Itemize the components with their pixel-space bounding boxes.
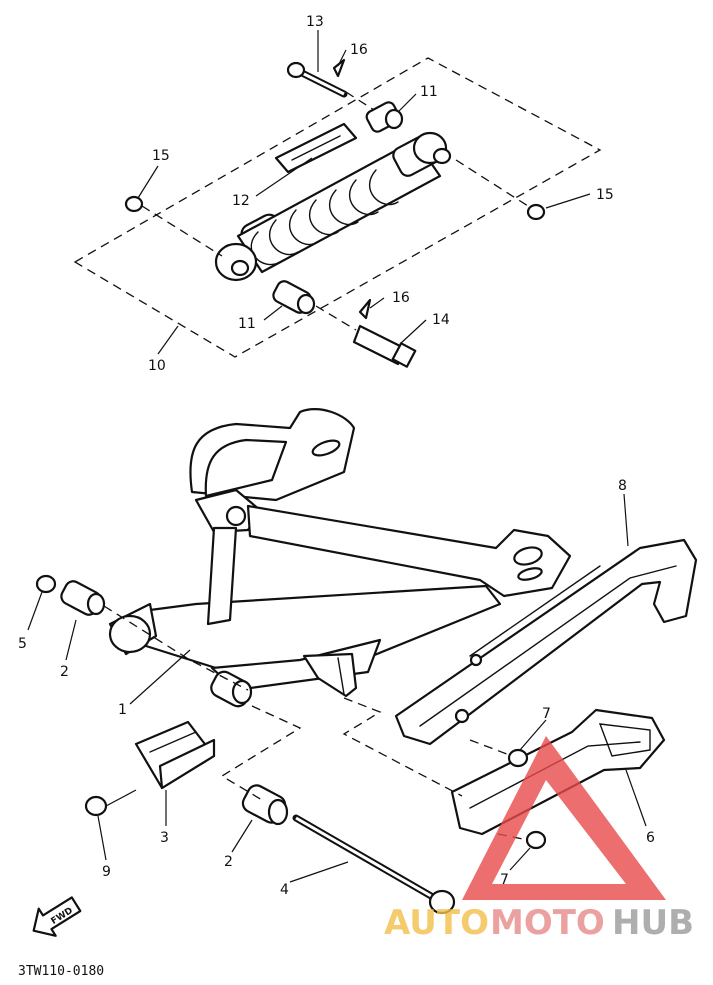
bushing-upper [60,580,106,616]
washer-left [124,195,144,213]
callout-5: 5 [18,636,27,652]
dash-link [342,697,463,797]
dash-link [315,305,357,331]
callout-7-upper: 7 [542,706,551,722]
dash-link [455,159,529,207]
warning-triangle-icon [462,736,666,900]
watermark-auto: AUTO [384,903,489,943]
watermark-moto: MOTO [490,903,605,943]
swingarm [108,408,572,698]
label-plate-hatch [291,135,341,161]
dash-link [345,91,375,111]
callout-2-lower: 2 [224,854,233,870]
callout-4: 4 [280,882,289,898]
collar-upper [365,101,404,133]
callout-11-lower: 11 [238,316,256,332]
callout-6: 6 [646,830,655,846]
cotter-pin-lower [358,298,372,320]
callout-1: 1 [118,702,127,718]
lower-pin [352,324,417,368]
cap [35,574,57,594]
dash-link [469,739,513,757]
chain-guide-bracket [134,720,216,790]
dash-link [103,605,249,691]
callout-12: 12 [232,193,250,209]
collar-lower [272,280,316,315]
nut-lower [525,830,547,850]
nut-upper [507,748,529,768]
bushing-lower [241,784,289,826]
callout-15-left: 15 [152,148,170,164]
rear-shock-absorber [214,131,452,282]
leader-lines [27,30,647,883]
watermark-hub: HUB [612,903,694,943]
callout-14: 14 [432,312,450,328]
pivot-bushing [210,670,253,708]
diagram-code: 3TW110-0180 [18,964,104,979]
washer-right [526,203,546,221]
shock-assembly-group-outline [73,57,602,358]
callout-16-lower: 16 [392,290,410,306]
callout-13: 13 [306,14,324,30]
callout-7-lower: 7 [500,872,509,888]
upper-bolt [286,61,348,98]
dash-link [141,205,223,257]
pivot-shaft [292,814,456,915]
callout-15-right: 15 [596,187,614,203]
dash-link [220,705,302,801]
watermark-logo: AUTO MOTO HUB [384,736,694,943]
callout-10: 10 [148,358,166,374]
bracket-bolt [84,789,137,817]
forward-direction-arrow: FWD [32,896,82,937]
cotter-pin-upper [332,58,346,78]
callout-11-upper: 11 [420,84,438,100]
chain-case [394,538,698,746]
callout-2-upper: 2 [60,664,69,680]
callout-9: 9 [102,864,111,880]
callout-8: 8 [618,478,627,494]
callout-16-upper: 16 [350,42,368,58]
callout-3: 3 [160,830,169,846]
